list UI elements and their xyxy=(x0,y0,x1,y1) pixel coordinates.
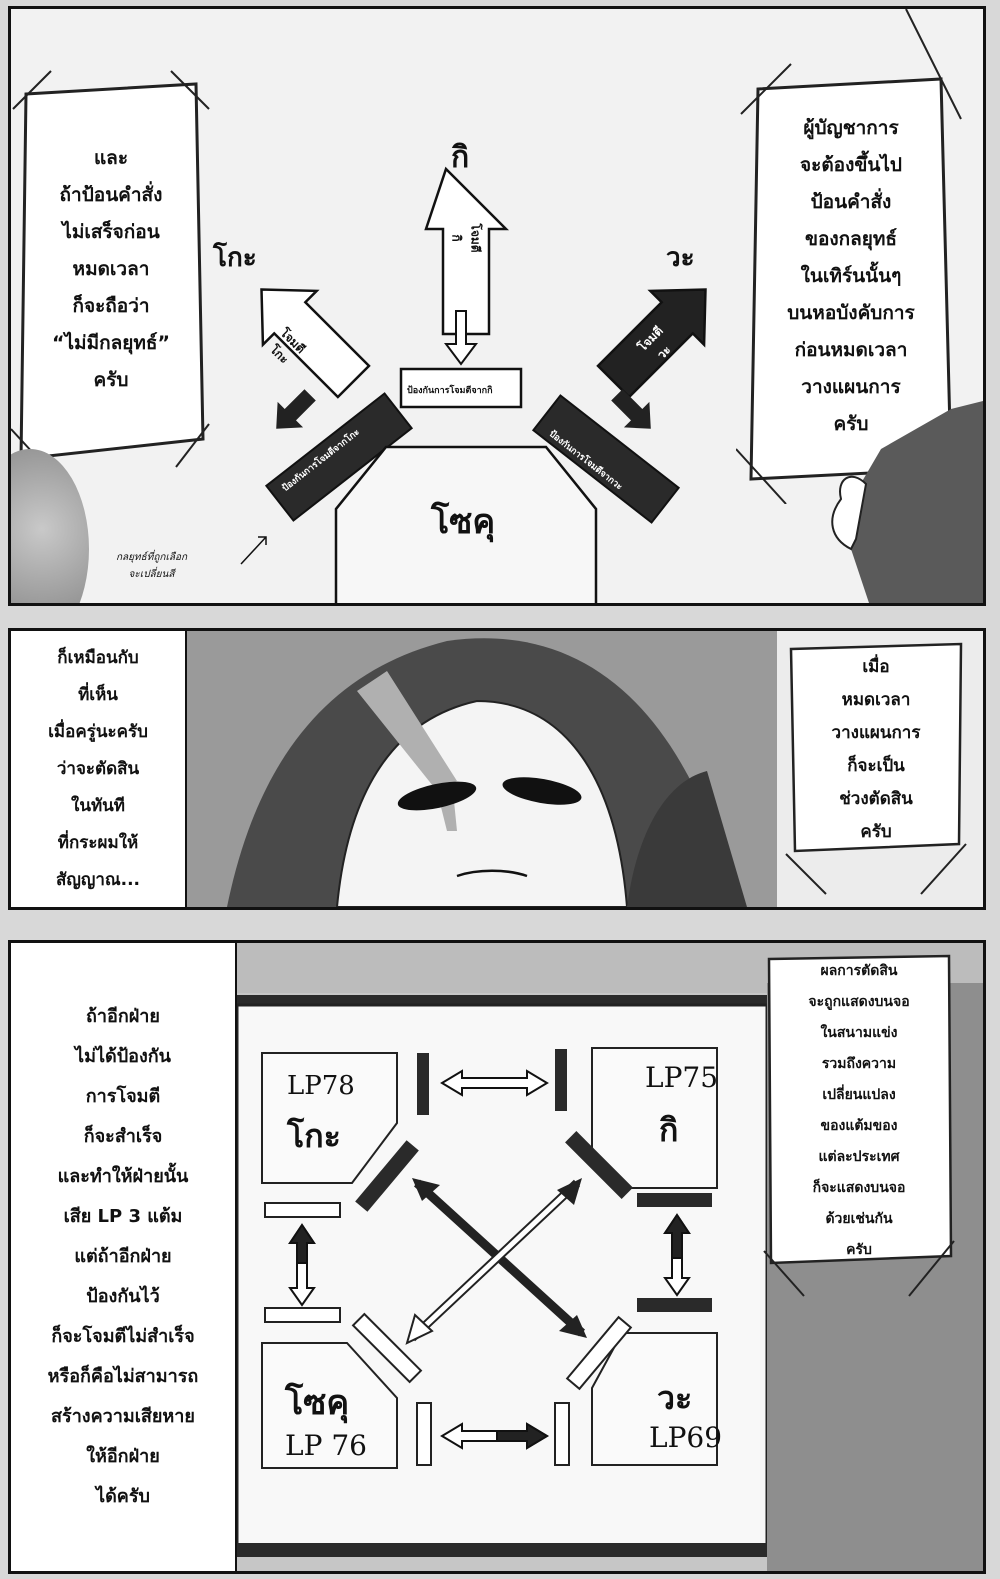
bar-wa-mid xyxy=(637,1298,712,1312)
arrow-soku-wa xyxy=(440,1422,549,1450)
speech-bubble-left: และ ถ้าป้อนคำสั่ง ไม่เสร็จก่อน หมดเวลา ก… xyxy=(11,69,211,469)
bar-wa-top xyxy=(637,1193,712,1207)
ki-lp: LP75 xyxy=(645,1061,719,1094)
label-go: โกะ xyxy=(213,243,257,273)
label-ki: กิ xyxy=(451,140,470,175)
narration-box-left: ก็เหมือนกับ ที่เห็น เมื่อครู่นะครับ ว่าจ… xyxy=(11,631,187,907)
team-box-go xyxy=(261,1052,398,1184)
caption-arrow-icon xyxy=(240,536,267,565)
left-eye xyxy=(397,781,477,811)
arrow-attack-wa xyxy=(596,288,707,399)
right-eye xyxy=(502,777,582,805)
strategy-diagram xyxy=(260,166,707,603)
arrow-text-ki: โจมตี กิ xyxy=(449,223,483,253)
team-box-soku xyxy=(261,1342,398,1469)
bubble-frame xyxy=(11,70,210,468)
bar-soku-right xyxy=(416,1402,432,1466)
panel-judgment-explanation: ก็เหมือนกับ ที่เห็น เมื่อครู่นะครับ ว่าจ… xyxy=(8,628,986,910)
bar-go-right xyxy=(417,1053,429,1115)
panel-results-screen: ถ้าอีกฝ่าย ไม่ได้ป้องกัน การโจมตี ก็จะสำ… xyxy=(8,940,986,1574)
team-box-wa xyxy=(591,1332,718,1466)
arrow-small-go xyxy=(276,389,316,429)
thumb-photo-artifact xyxy=(11,449,89,603)
arrow-attack-go xyxy=(260,288,371,399)
arrow-small-wa xyxy=(611,389,651,429)
bar-soku-top xyxy=(264,1307,341,1323)
bar-wa-left xyxy=(554,1402,570,1466)
speech-bubble-right-p3: ผลการตัดสิน จะถูกแสดงบนจอ ในสนามแข่ง รวม… xyxy=(759,951,959,1301)
wa-name: วะ xyxy=(657,1379,693,1417)
bubble-frame xyxy=(763,954,955,1297)
narration-text-left: ก็เหมือนกับ ที่เห็น เมื่อครู่นะครับ ว่าจ… xyxy=(48,647,148,890)
arrow-go-ki xyxy=(440,1069,549,1097)
label-wa: วะ xyxy=(666,243,695,273)
label-soku: โซคุ xyxy=(431,502,496,542)
wa-lp: LP69 xyxy=(649,1421,723,1454)
box-defense-ki xyxy=(399,367,523,409)
speech-bubble-right-p2: เมื่อ หมดเวลา วางแผนการ ก็จะเป็น ช่วงตัด… xyxy=(781,639,971,901)
defense-text-ki: ป้องกันการโจมตีจากกิ xyxy=(407,386,493,396)
go-name: โกะ xyxy=(287,1117,341,1155)
arrow-down-small xyxy=(444,310,478,366)
speech-text-left: และ ถ้าป้อนคำสั่ง ไม่เสร็จก่อน หมดเวลา ก… xyxy=(52,146,170,391)
caption-color-change: กลยุทธ์ที่ถูกเลือก จะเปลี่ยนสี xyxy=(116,552,188,580)
character-face-illustration xyxy=(187,631,777,907)
narration-text-left-p3: ถ้าอีกฝ่าย ไม่ได้ป้องกัน การโจมตี ก็จะสำ… xyxy=(47,1006,199,1507)
base-soku xyxy=(334,445,598,603)
box-defense-go xyxy=(264,392,414,522)
bar-go-bottom xyxy=(264,1202,341,1218)
bubble-frame xyxy=(785,642,967,895)
go-lp: LP78 xyxy=(287,1071,355,1101)
narration-box-left-p3: ถ้าอีกฝ่าย ไม่ได้ป้องกัน การโจมตี ก็จะสำ… xyxy=(11,943,237,1571)
speech-text-right-p2: เมื่อ หมดเวลา วางแผนการ ก็จะเป็น ช่วงตัด… xyxy=(831,657,921,842)
box-defense-wa xyxy=(531,394,681,524)
bar-ki-left xyxy=(555,1049,567,1111)
character-silhouette xyxy=(831,401,983,603)
soku-name: โซคุ xyxy=(285,1383,350,1423)
speech-text-right: ผู้บัญชาการ จะต้องขึ้นไป ป้อนคำสั่ง ของก… xyxy=(787,117,915,435)
ki-name: กิ xyxy=(659,1111,679,1149)
panel-strategy-input: และ ถ้าป้อนคำสั่ง ไม่เสร็จก่อน หมดเวลา ก… xyxy=(8,6,986,606)
arrow-ki-wa xyxy=(663,1213,691,1297)
speech-text-right-p3: ผลการตัดสิน จะถูกแสดงบนจอ ในสนามแข่ง รวม… xyxy=(808,963,910,1258)
soku-lp: LP 76 xyxy=(285,1429,367,1462)
team-box-ki xyxy=(591,1047,718,1189)
arrow-go-soku xyxy=(288,1223,316,1307)
